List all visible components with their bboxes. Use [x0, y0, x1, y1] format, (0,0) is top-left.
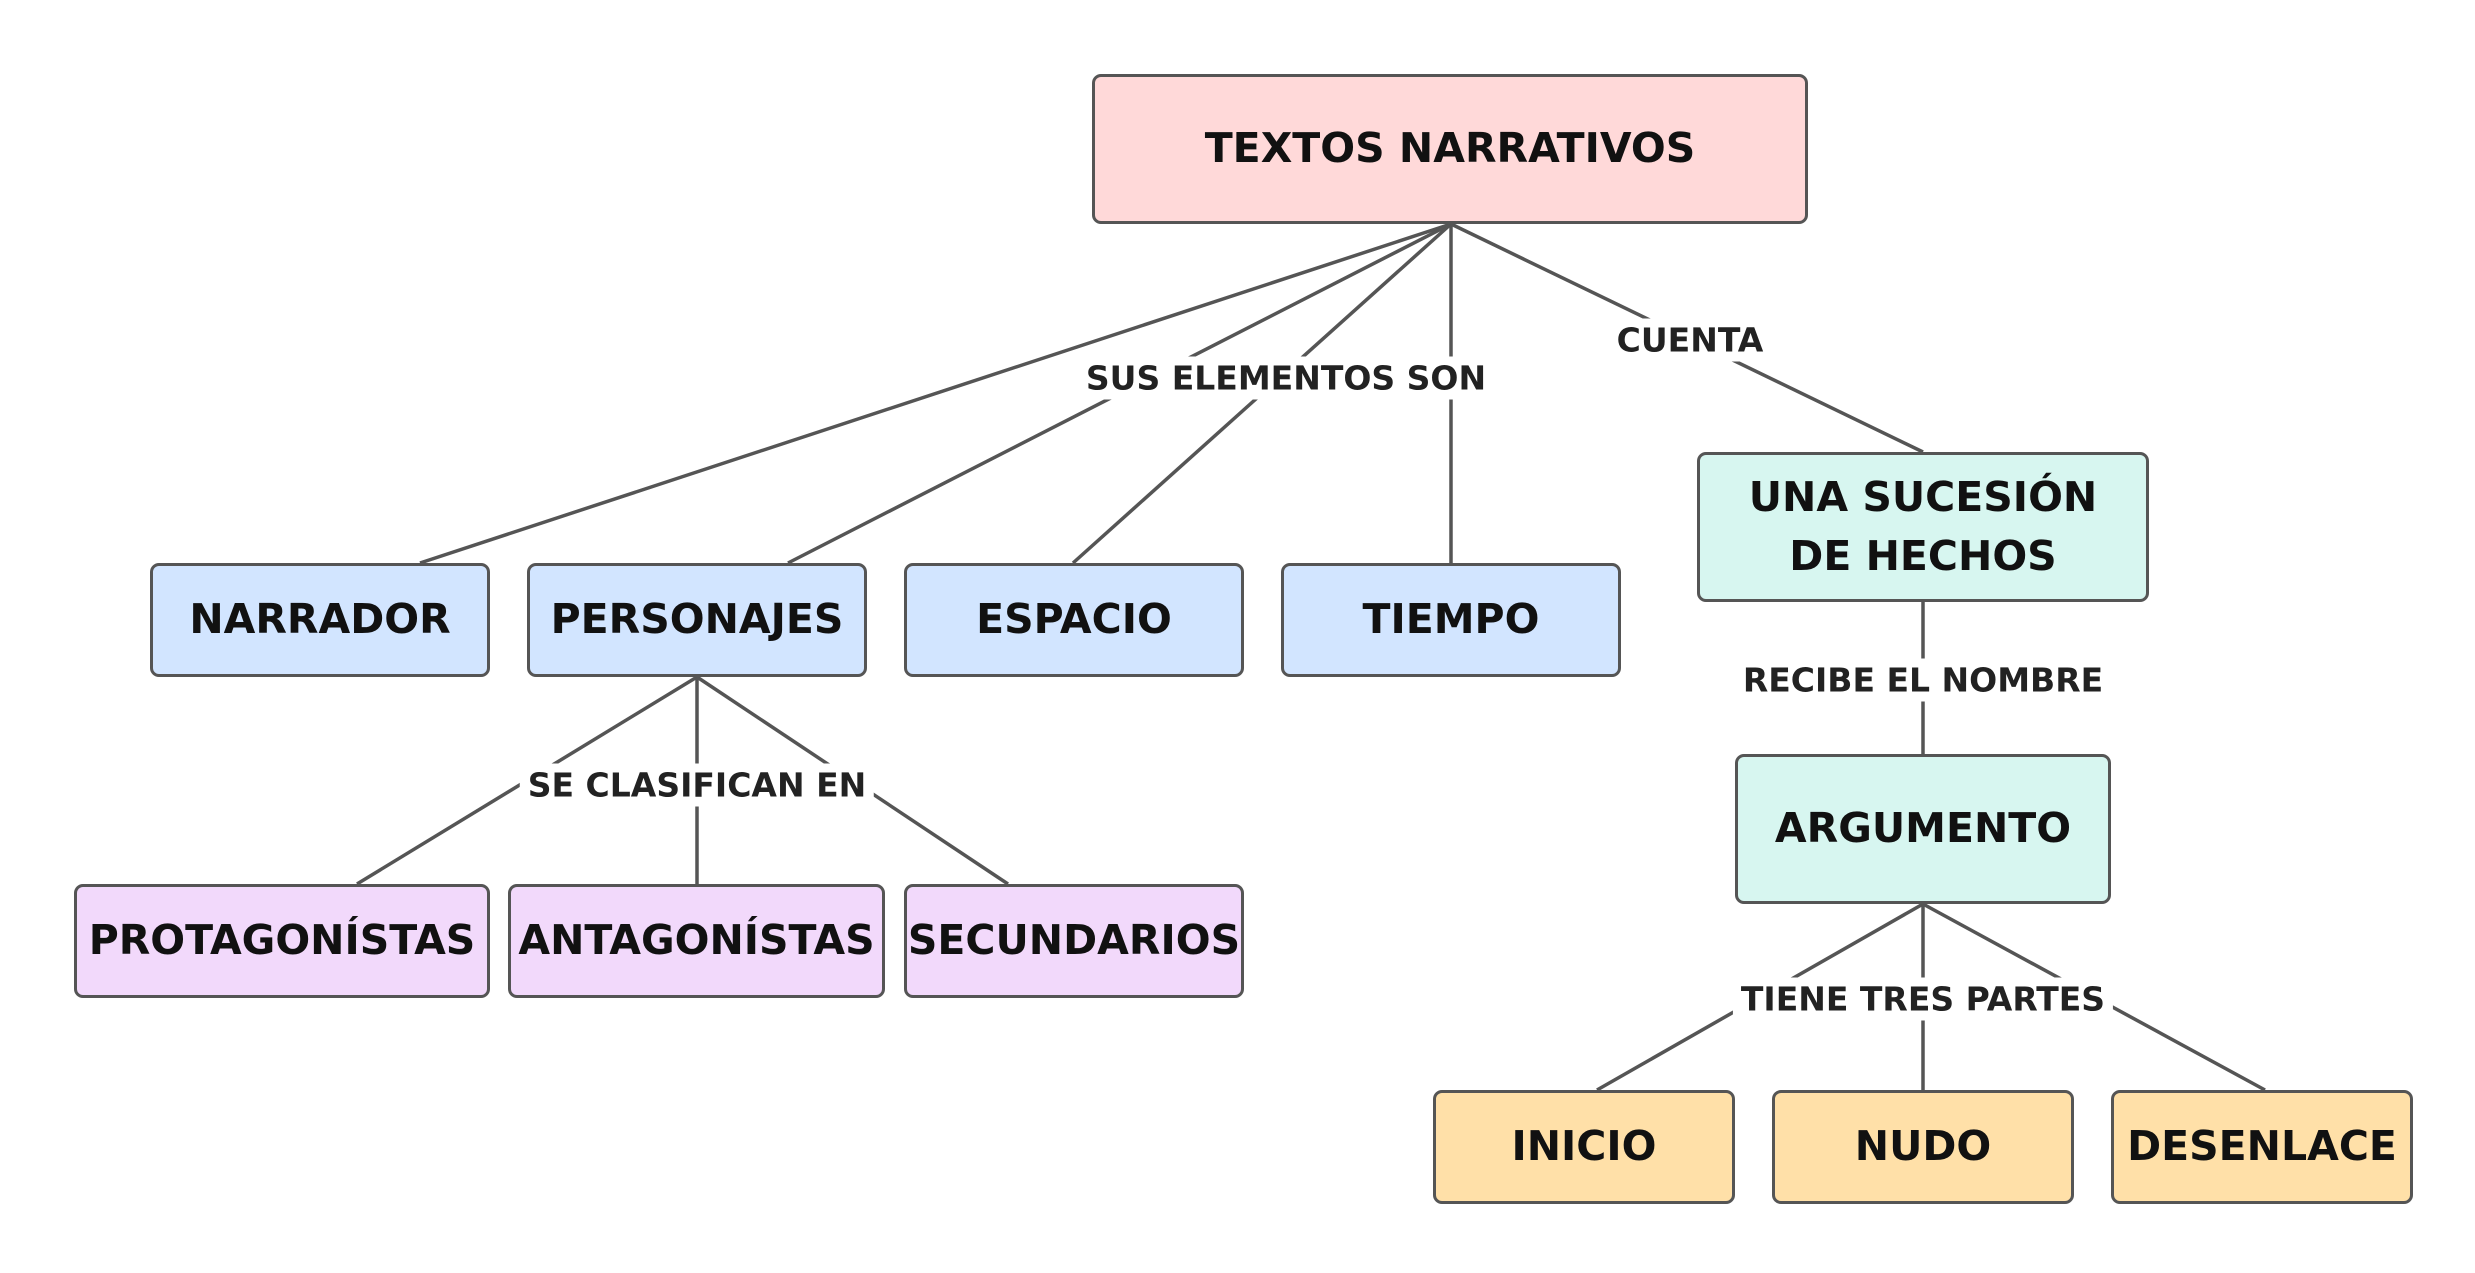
node-inicio: INICIO — [1433, 1090, 1735, 1204]
node-argumento: ARGUMENTO — [1735, 754, 2111, 904]
edge-label-clasifican: SE CLASIFICAN EN — [519, 763, 875, 807]
edge-label-cuenta: CUENTA — [1608, 318, 1772, 362]
node-sucesion: UNA SUCESIÓN DE HECHOS — [1697, 452, 2149, 602]
node-personajes: PERSONAJES — [527, 563, 867, 677]
node-secundarios: SECUNDARIOS — [904, 884, 1244, 998]
connector-root-narrador — [419, 222, 1452, 565]
node-espacio: ESPACIO — [904, 563, 1244, 677]
edge-label-recibe: RECIBE EL NOMBRE — [1734, 658, 2112, 702]
edge-label-partes: TIENE TRES PARTES — [1732, 977, 2114, 1021]
node-antagonistas: ANTAGONÍSTAS — [508, 884, 885, 998]
node-narrador: NARRADOR — [150, 563, 490, 677]
node-nudo: NUDO — [1772, 1090, 2074, 1204]
edge-label-elementos: SUS ELEMENTOS SON — [1077, 356, 1495, 400]
node-root: TEXTOS NARRATIVOS — [1092, 74, 1808, 224]
node-desenlace: DESENLACE — [2111, 1090, 2413, 1204]
node-tiempo: TIEMPO — [1281, 563, 1621, 677]
node-protagonistas: PROTAGONÍSTAS — [74, 884, 490, 998]
